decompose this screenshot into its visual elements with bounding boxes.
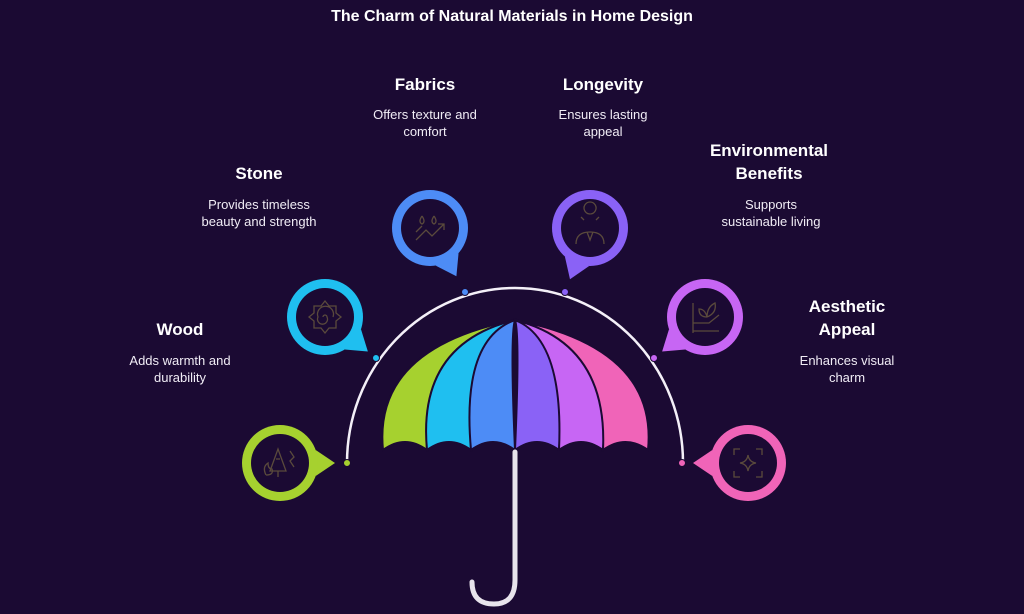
aesthetic-title: Aesthetic Appeal	[808, 297, 886, 339]
connector-dot	[343, 459, 351, 467]
environmental-desc: Supports sustainable living	[721, 197, 821, 229]
bubble-inner	[251, 434, 309, 492]
bubble-longevity	[552, 190, 628, 296]
plant-hand-icon	[692, 302, 720, 333]
canopy-panel	[468, 318, 517, 453]
bubble-environmental	[650, 279, 743, 362]
drops-trend-icon	[415, 215, 445, 241]
wood-title: Wood	[156, 320, 204, 339]
bubble-tail	[693, 449, 713, 477]
bubble-tail	[435, 253, 459, 277]
page-title: The Charm of Natural Materials in Home D…	[331, 8, 693, 25]
bubble-tail	[564, 256, 590, 280]
bubble-inner	[719, 434, 777, 492]
tree-fire-icon	[263, 447, 295, 477]
bubble-tail	[662, 329, 686, 352]
canopy-panel	[514, 319, 650, 453]
connector-dot	[650, 354, 658, 362]
bubble-tail	[344, 329, 368, 352]
bubble-stone	[287, 279, 380, 362]
stone-title: Stone	[235, 164, 283, 183]
sparkle-frame-icon	[733, 448, 763, 478]
bubble-aesthetic	[678, 425, 786, 501]
umbrella-handle	[469, 449, 518, 607]
stone-desc: Provides timeless beauty and strength	[201, 197, 317, 229]
wood-desc: Adds warmth and durability	[129, 353, 231, 385]
umbrella-canopy	[381, 318, 650, 453]
bubble-fabrics	[392, 190, 469, 296]
bubble-inner	[401, 199, 459, 257]
environmental-title: Environmental Benefits	[709, 141, 829, 183]
connector-dot	[678, 459, 686, 467]
elder-person-icon	[575, 201, 605, 245]
bubble-inner	[296, 288, 354, 346]
bubble-wood	[242, 425, 351, 501]
connector-dot	[561, 288, 569, 296]
connector-dot	[372, 354, 380, 362]
bubble-inner	[561, 199, 619, 257]
fabrics-title: Fabrics	[394, 75, 456, 94]
connector-dot	[461, 288, 469, 296]
sun-spiral-icon	[307, 299, 343, 335]
longevity-desc: Ensures lasting appeal	[558, 107, 648, 139]
aesthetic-desc: Enhances visual charm	[799, 353, 895, 385]
longevity-title: Longevity	[562, 75, 644, 94]
bubble-tail	[315, 449, 335, 477]
fabrics-desc: Offers texture and comfort	[373, 107, 477, 139]
